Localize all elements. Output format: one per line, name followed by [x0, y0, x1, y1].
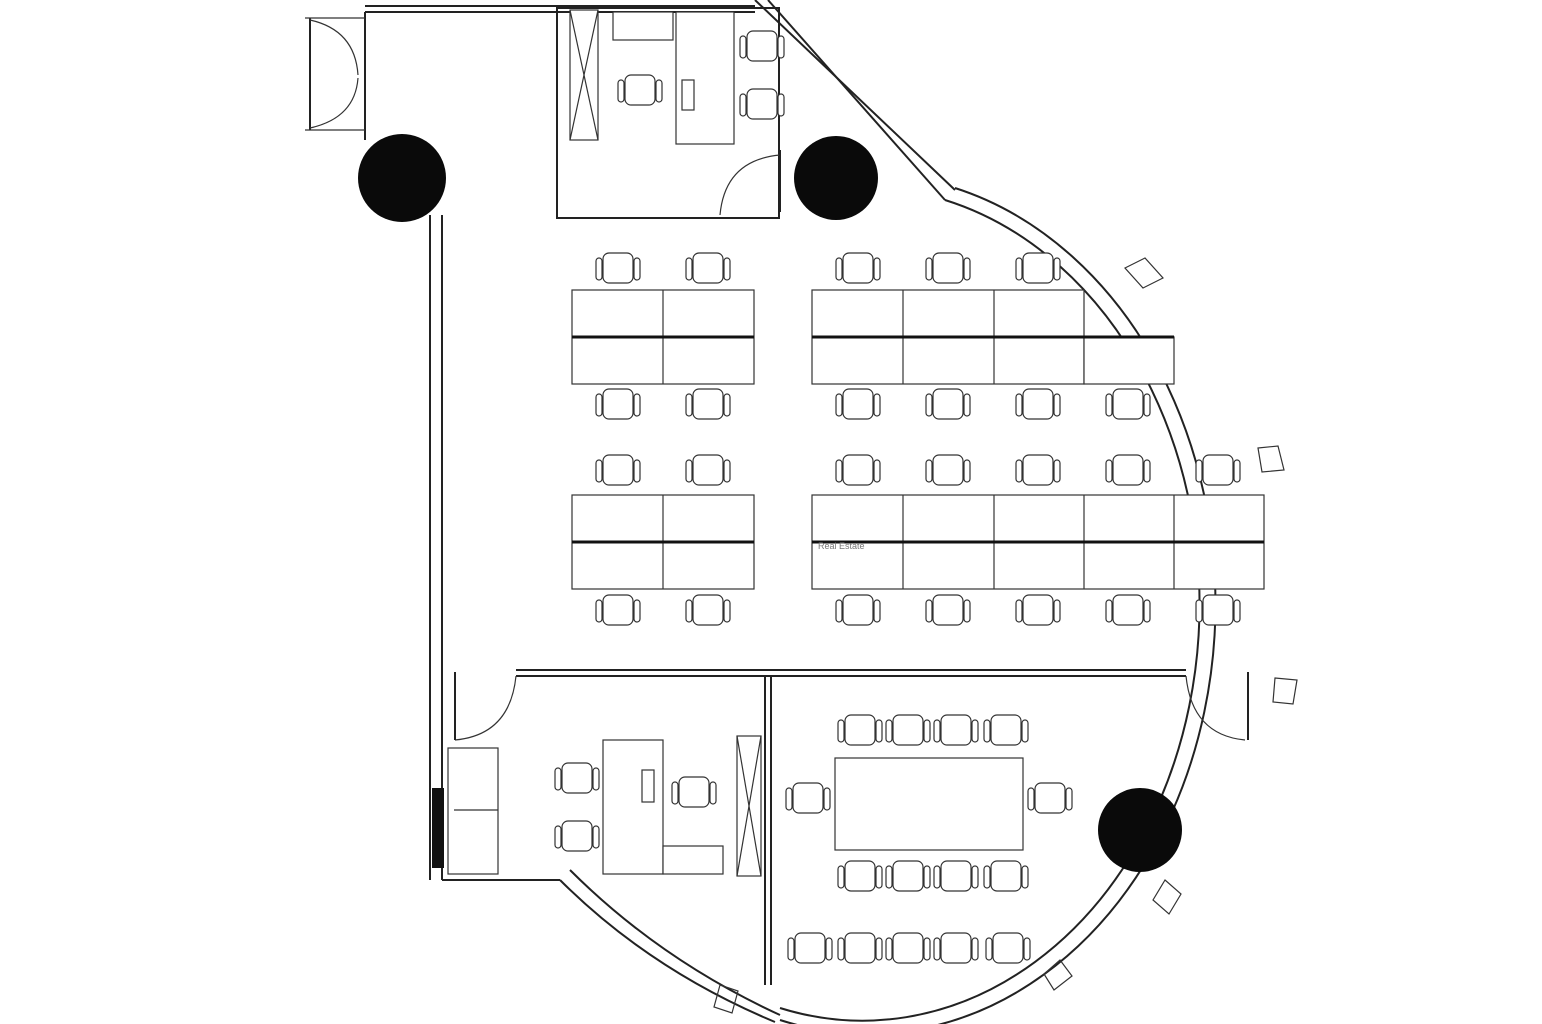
office-chair-r4-2: [835, 594, 881, 626]
office-chair-r4-4: [1015, 594, 1061, 626]
lounge-chair-3: [933, 932, 979, 964]
office-chair-r2-5: [1105, 388, 1151, 420]
office-chair-r4-6: [1195, 594, 1241, 626]
entrance-doors: [305, 17, 365, 131]
office-chair-r3-1: [685, 454, 731, 486]
conference-chair-bottom-1: [885, 860, 931, 892]
column-pillar-1: [358, 134, 446, 222]
office-chair-r4-5: [1105, 594, 1151, 626]
office-chair-r1-1: [685, 252, 731, 284]
bottom-partition: [454, 669, 1249, 985]
lounge-chair-0: [787, 932, 833, 964]
office-chair-top-office: [617, 74, 663, 106]
watermark-text: Real Estate: [818, 541, 865, 551]
top-office-desk: [675, 11, 735, 145]
office-chair-bl-main: [671, 776, 717, 808]
office-chair-r2-4: [1015, 388, 1061, 420]
office-chair-top-guest-1: [739, 30, 785, 62]
office-chair-r3-0: [595, 454, 641, 486]
office-chair-r2-0: [595, 388, 641, 420]
office-chair-bl-guest-2: [554, 820, 600, 852]
column-pillar-3: [1098, 788, 1182, 872]
conference-chair-top-3: [983, 714, 1029, 746]
lounge-chair-2: [885, 932, 931, 964]
chairs-layer: [554, 30, 1241, 964]
office-chair-r4-3: [925, 594, 971, 626]
office-chair-r1-2: [835, 252, 881, 284]
office-chair-r3-5: [1105, 454, 1151, 486]
office-chair-r1-4: [1015, 252, 1061, 284]
conference-table: [834, 757, 1024, 851]
outer-walls: [364, 0, 1298, 1024]
conference-chair-left: [785, 782, 831, 814]
office-chair-r3-2: [835, 454, 881, 486]
conference-chair-top-2: [933, 714, 979, 746]
office-chair-bl-guest-1: [554, 762, 600, 794]
top-office: [556, 7, 781, 219]
office-chair-r1-0: [595, 252, 641, 284]
office-chair-r3-3: [925, 454, 971, 486]
office-chair-r3-4: [1015, 454, 1061, 486]
workstation-area: [571, 289, 1265, 590]
office-desk: [602, 739, 664, 875]
conference-chair-top-1: [885, 714, 931, 746]
conference-chair-bottom-2: [933, 860, 979, 892]
conference-chair-bottom-0: [837, 860, 883, 892]
conference-chair-right: [1027, 782, 1073, 814]
office-chair-r2-1: [685, 388, 731, 420]
office-chair-r2-3: [925, 388, 971, 420]
office-chair-r2-2: [835, 388, 881, 420]
lounge-chair-4: [985, 932, 1031, 964]
lounge-chair-1: [837, 932, 883, 964]
office-chair-r4-1: [685, 594, 731, 626]
sofa: [447, 747, 499, 875]
office-chair-r1-3: [925, 252, 971, 284]
column-pillar-2: [794, 136, 878, 220]
office-chair-r4-0: [595, 594, 641, 626]
conference-chair-top-0: [837, 714, 883, 746]
office-chair-top-guest-2: [739, 88, 785, 120]
bottom-left-office: [432, 735, 762, 877]
conference-chair-bottom-3: [983, 860, 1029, 892]
office-chair-r3-6: [1195, 454, 1241, 486]
